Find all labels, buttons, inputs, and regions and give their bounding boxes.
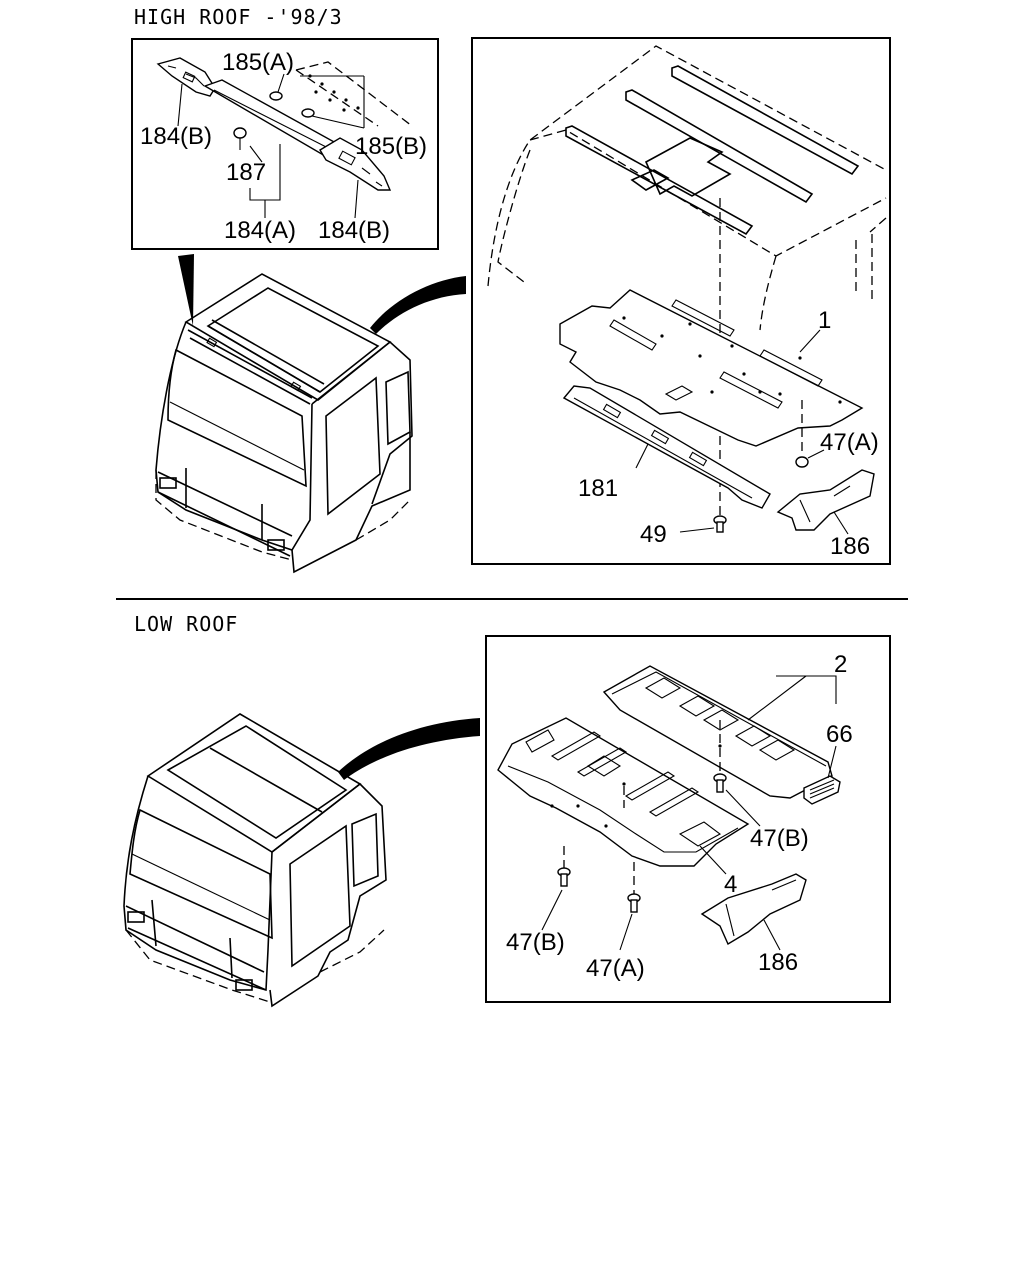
low-cab-roof bbox=[146, 713, 362, 853]
roof-rail-center bbox=[625, 89, 814, 204]
corner-trim-186 bbox=[776, 469, 875, 531]
high-roof-cab bbox=[155, 254, 466, 574]
roof-rail-left bbox=[565, 125, 754, 236]
pointer-to-roof-detail bbox=[370, 276, 466, 334]
callout-185a: 185(A) bbox=[222, 49, 294, 76]
fastener-185a bbox=[269, 91, 283, 101]
rail-detail-frame bbox=[131, 38, 439, 250]
callout-184a: 184(A) bbox=[224, 217, 296, 244]
fastener-185b bbox=[301, 108, 315, 118]
roof-edge-dashed bbox=[295, 61, 413, 127]
pointer-to-rail-detail bbox=[178, 254, 194, 326]
high-roof-rail-detail: 185(A) 184(B) 185(B) 187 184(A) 184(B) bbox=[131, 38, 439, 250]
roof-bracket bbox=[644, 137, 732, 197]
callout-184b-right: 184(B) bbox=[318, 217, 390, 244]
callout-187: 187 bbox=[226, 159, 266, 186]
liner-detail-frame bbox=[471, 37, 891, 565]
low-corner-trim-186 bbox=[700, 873, 807, 946]
callout-186-high: 186 bbox=[830, 533, 870, 560]
headliner-panel-1 bbox=[559, 289, 864, 447]
end-cap-right bbox=[319, 137, 392, 191]
callout-186-low: 186 bbox=[758, 949, 798, 976]
headlamp-right bbox=[267, 539, 285, 551]
low-roof-liner-detail: 2 66 47(B) 4 47(B) 47(A) 186 bbox=[485, 635, 891, 1003]
cab-side bbox=[311, 340, 413, 505]
windshield bbox=[167, 348, 307, 488]
fastener-47a bbox=[795, 456, 809, 468]
callout-1: 1 bbox=[818, 307, 831, 334]
side-window bbox=[325, 376, 381, 516]
callout-2: 2 bbox=[834, 651, 847, 678]
low-roof-cab bbox=[123, 713, 480, 1008]
callout-47b-left: 47(B) bbox=[506, 929, 565, 956]
high-roof-liner-detail: 1 47(A) 181 49 186 bbox=[471, 37, 891, 565]
clip-187 bbox=[233, 127, 247, 139]
pointer-to-low-roof-detail bbox=[338, 718, 480, 780]
rail-holes bbox=[308, 74, 360, 112]
low-windshield bbox=[129, 808, 273, 940]
low-rear-side-window bbox=[351, 812, 379, 888]
low-detail-frame bbox=[485, 635, 891, 1003]
high-roof-title: HIGH ROOF -'98/3 bbox=[134, 5, 343, 29]
low-roof-title: LOW ROOF bbox=[134, 612, 238, 636]
callout-185b: 185(B) bbox=[355, 133, 427, 160]
end-cap-left bbox=[156, 57, 216, 97]
low-side-window bbox=[289, 824, 351, 968]
low-headlamp-right bbox=[235, 979, 253, 991]
callout-47b-right: 47(B) bbox=[750, 825, 809, 852]
roof-rail-right bbox=[671, 65, 860, 176]
callout-66: 66 bbox=[826, 721, 853, 748]
headlamp-left bbox=[159, 477, 177, 489]
low-cab-front bbox=[123, 775, 273, 992]
low-headlamp-left bbox=[127, 911, 145, 923]
callout-47a-low: 47(A) bbox=[586, 955, 645, 982]
roof-shell-outline bbox=[487, 45, 887, 287]
callout-49: 49 bbox=[640, 521, 667, 548]
callout-181: 181 bbox=[578, 475, 618, 502]
callout-4: 4 bbox=[724, 871, 737, 898]
rear-side-window bbox=[385, 370, 411, 446]
callout-47a-high: 47(A) bbox=[820, 429, 879, 456]
cab-front bbox=[155, 321, 313, 551]
callout-184b-left: 184(B) bbox=[140, 123, 212, 150]
